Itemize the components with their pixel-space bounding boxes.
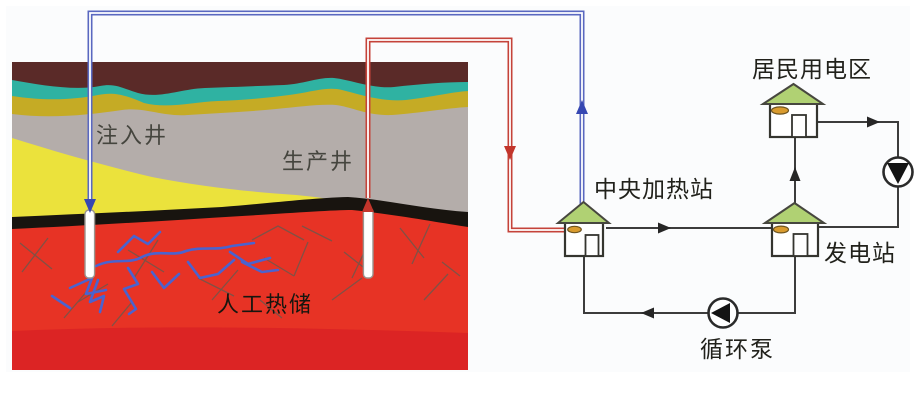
house-door [584,234,600,257]
house-roof [759,82,827,105]
pump-triangle-down [887,163,909,184]
house-roof [555,200,612,224]
stimulated-fracture-network [50,230,280,316]
arrow-down-hot-supply-icon [504,146,516,160]
house-door [792,233,809,257]
return-pump-icon [882,156,914,188]
residential-area-icon [759,82,827,139]
power-station-label: 发电站 [824,241,896,266]
injection-well-label: 注入井 [96,123,169,148]
flow-lines [583,116,899,319]
power-station-icon [761,201,828,258]
house-roof [761,201,828,224]
house-window [567,225,582,234]
production-well-label: 生产井 [282,149,355,174]
house-door [791,114,807,138]
arrow-down-injection-well-icon [84,199,96,213]
arrow-up-production-well-icon [362,198,374,212]
central-heating-station-icon [555,200,612,258]
red-pipe-core [367,39,565,231]
circulation-pump-label: 循环泵 [700,337,775,362]
injection-well-casing [84,209,96,279]
basement-layer [12,327,468,370]
circulation-pump-icon [707,297,739,329]
geological-cross-section [12,62,468,370]
arrow-up-power-to-residential-icon [789,167,801,181]
house-window [770,106,790,115]
arrow-right-heating-to-power-icon [658,222,671,234]
arrow-up-cold-return-icon [576,100,588,114]
arrow-right-residential-return-icon [867,116,880,128]
residential-area-label: 居民用电区 [752,57,872,82]
reservoir-label: 人工热储 [217,292,314,317]
hot-production-pipe [365,37,565,233]
central-heating-station-label: 中央加热站 [594,177,714,202]
house-window [772,225,790,234]
arrow-left-return-loop-icon [641,307,654,319]
pump-triangle-left [711,303,730,323]
production-well-casing [362,207,374,279]
